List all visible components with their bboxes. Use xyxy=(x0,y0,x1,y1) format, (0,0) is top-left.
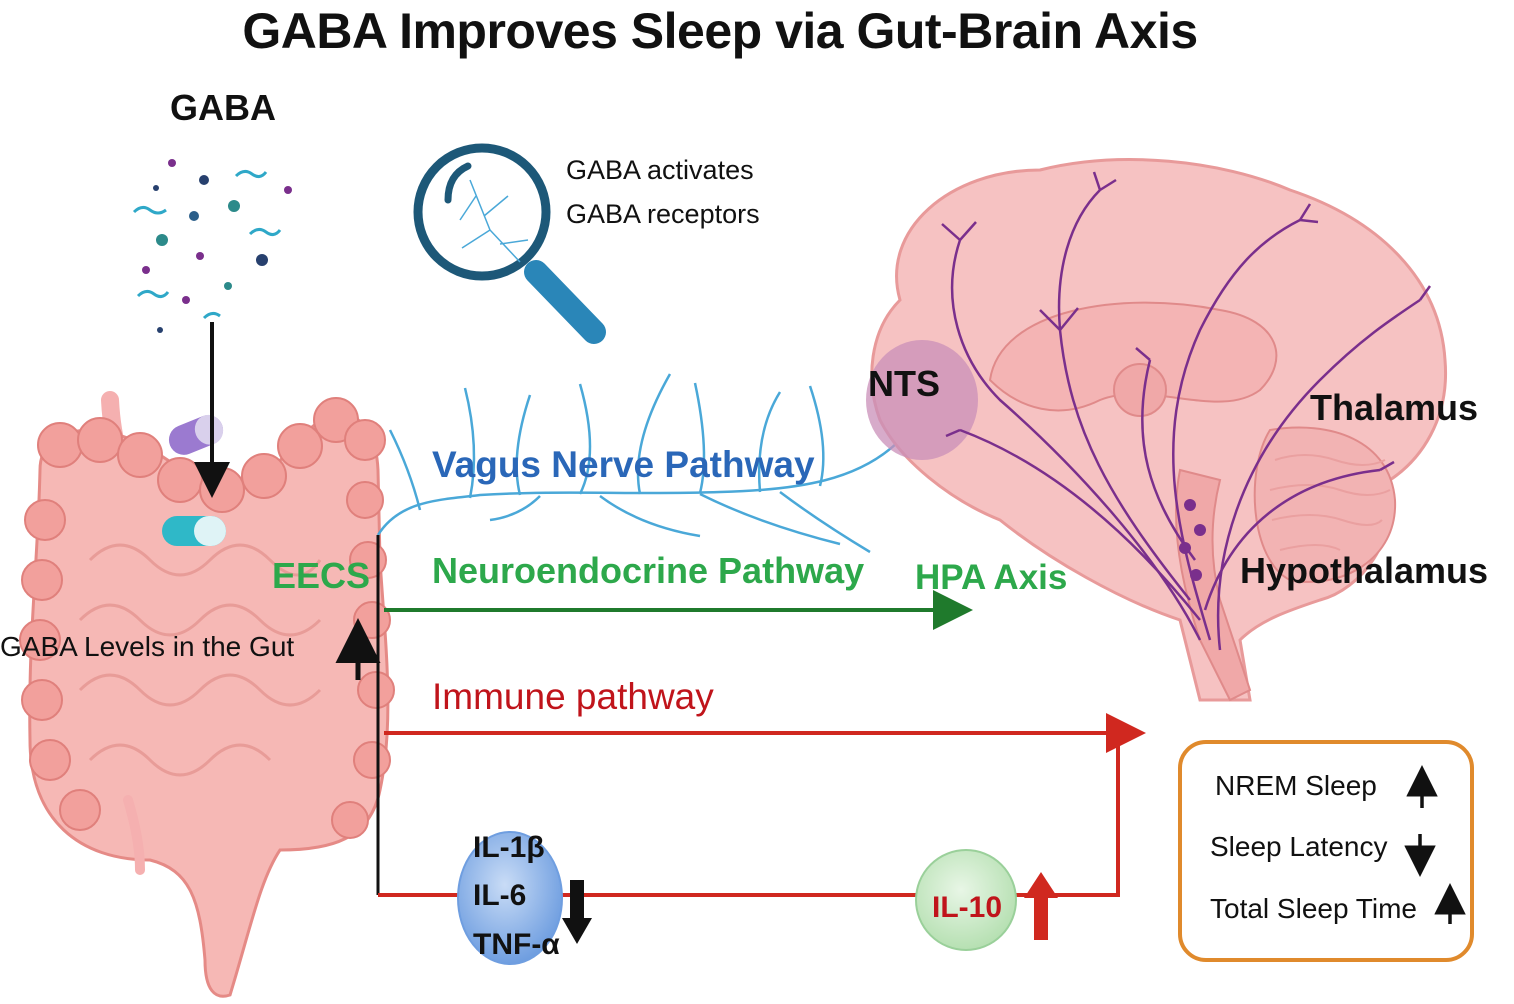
cytokine-down-arrow xyxy=(562,880,592,944)
eecs-label: EECS xyxy=(272,555,371,596)
outcome-arrows xyxy=(1404,765,1466,924)
nts-label: NTS xyxy=(868,363,940,404)
hypothalamus-label: Hypothalamus xyxy=(1240,550,1489,591)
cytokine-il10: IL-10 xyxy=(932,891,1003,924)
intestine-illustration xyxy=(19,391,395,998)
gaba-molecules xyxy=(132,159,292,333)
magnifier-icon xyxy=(413,143,606,344)
outcome-nrem-sleep: NREM Sleep xyxy=(1215,770,1377,801)
cytokine-tnfa: TNF-α xyxy=(473,928,560,961)
capsule-icon xyxy=(168,414,224,455)
neuroendocrine-pathway-label: Neuroendocrine Pathway xyxy=(432,550,865,591)
magnifier-caption: GABA activates GABA receptors xyxy=(566,148,760,236)
magnifier-caption-line-1: GABA activates xyxy=(566,155,754,185)
cytokine-il6: IL-6 xyxy=(473,879,527,912)
vagus-pathway-label: Vagus Nerve Pathway xyxy=(432,444,815,485)
pro-inflammatory-cell xyxy=(457,831,563,965)
hpa-axis-label: HPA Axis xyxy=(915,558,1068,597)
brain-illustration xyxy=(866,158,1448,702)
gaba-label: GABA xyxy=(170,87,276,128)
immune-loop-line xyxy=(378,735,1120,897)
sleep-outcome-box xyxy=(1178,740,1474,962)
immune-pathway-label: Immune pathway xyxy=(432,676,714,717)
capsule-in-gut-icon xyxy=(162,516,226,546)
diagram-title: GABA Improves Sleep via Gut-Brain Axis xyxy=(242,3,1198,59)
magnifier-caption-line-2: GABA receptors xyxy=(566,199,760,229)
vagus-nerve-illustration xyxy=(376,373,908,554)
il10-cell xyxy=(915,849,1017,951)
thalamus-label: Thalamus xyxy=(1310,387,1479,428)
cytokine-il1b: IL-1β xyxy=(473,831,545,864)
outcome-sleep-latency: Sleep Latency xyxy=(1210,831,1388,862)
gut-gaba-levels-label: GABA Levels in the Gut xyxy=(0,631,295,662)
il10-up-arrow xyxy=(1024,872,1058,940)
outcome-total-sleep-time: Total Sleep Time xyxy=(1210,893,1417,924)
